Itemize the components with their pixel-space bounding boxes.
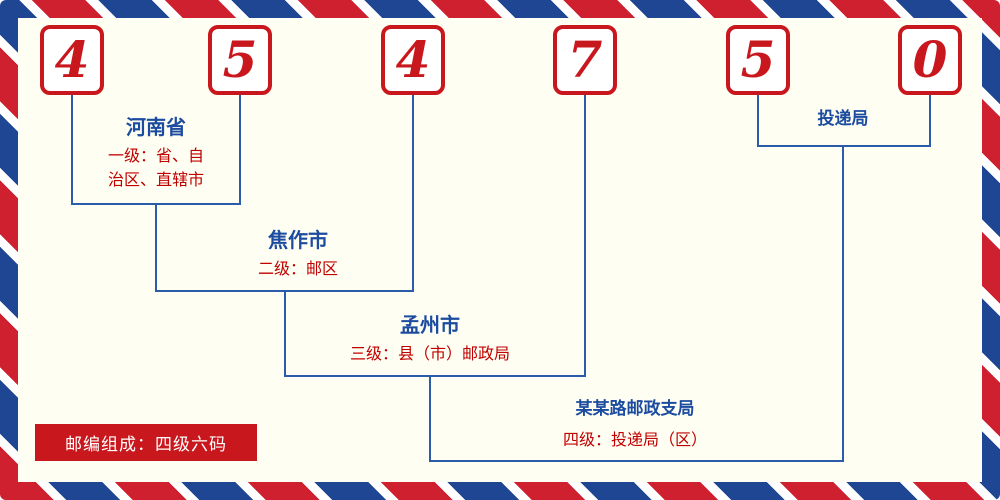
level4-desc-label: 四级：投递局（区） xyxy=(562,430,707,449)
digit-box-4: 7 xyxy=(553,25,617,95)
digit-5: 5 xyxy=(740,30,776,89)
connector-line xyxy=(284,375,586,377)
connector-line xyxy=(757,145,931,147)
delivery-bureau-label: 投递局 xyxy=(817,109,869,129)
digit-4: 7 xyxy=(567,30,603,89)
level2-place-label: 焦作市 xyxy=(268,228,328,252)
digit-6: 0 xyxy=(912,30,948,89)
composition-badge: 邮编组成：四级六码 xyxy=(35,424,257,461)
digit-3: 4 xyxy=(395,30,431,89)
digit-box-3: 4 xyxy=(381,25,445,95)
connector-line xyxy=(757,95,759,147)
level1-place-label: 河南省 xyxy=(126,115,186,139)
level1-desc-label: 一级：省、自治区、直辖市 xyxy=(107,146,204,189)
digit-2: 5 xyxy=(222,30,258,89)
connector-line xyxy=(929,95,931,147)
digit-box-6: 0 xyxy=(898,25,962,95)
envelope-paper xyxy=(18,18,982,482)
connector-line xyxy=(429,460,844,462)
level3-place-label: 孟州市 xyxy=(400,313,460,337)
level3-desc-label: 三级：县（市）邮政局 xyxy=(349,344,510,363)
connector-line xyxy=(284,290,286,377)
composition-badge-text: 邮编组成：四级六码 xyxy=(65,435,227,455)
connector-line xyxy=(239,95,241,205)
connector-line xyxy=(71,95,73,205)
connector-line xyxy=(584,95,586,377)
level4-place-label: 某某路邮政支局 xyxy=(575,399,695,419)
digit-box-5: 5 xyxy=(726,25,790,95)
connector-line xyxy=(842,145,844,462)
connector-line xyxy=(155,203,157,292)
level2-desc-label: 二级：邮区 xyxy=(257,259,338,278)
connector-line xyxy=(412,95,414,292)
digit-box-2: 5 xyxy=(208,25,272,95)
connector-line xyxy=(429,375,431,462)
digit-box-1: 4 xyxy=(40,25,104,95)
digit-1: 4 xyxy=(54,30,90,89)
